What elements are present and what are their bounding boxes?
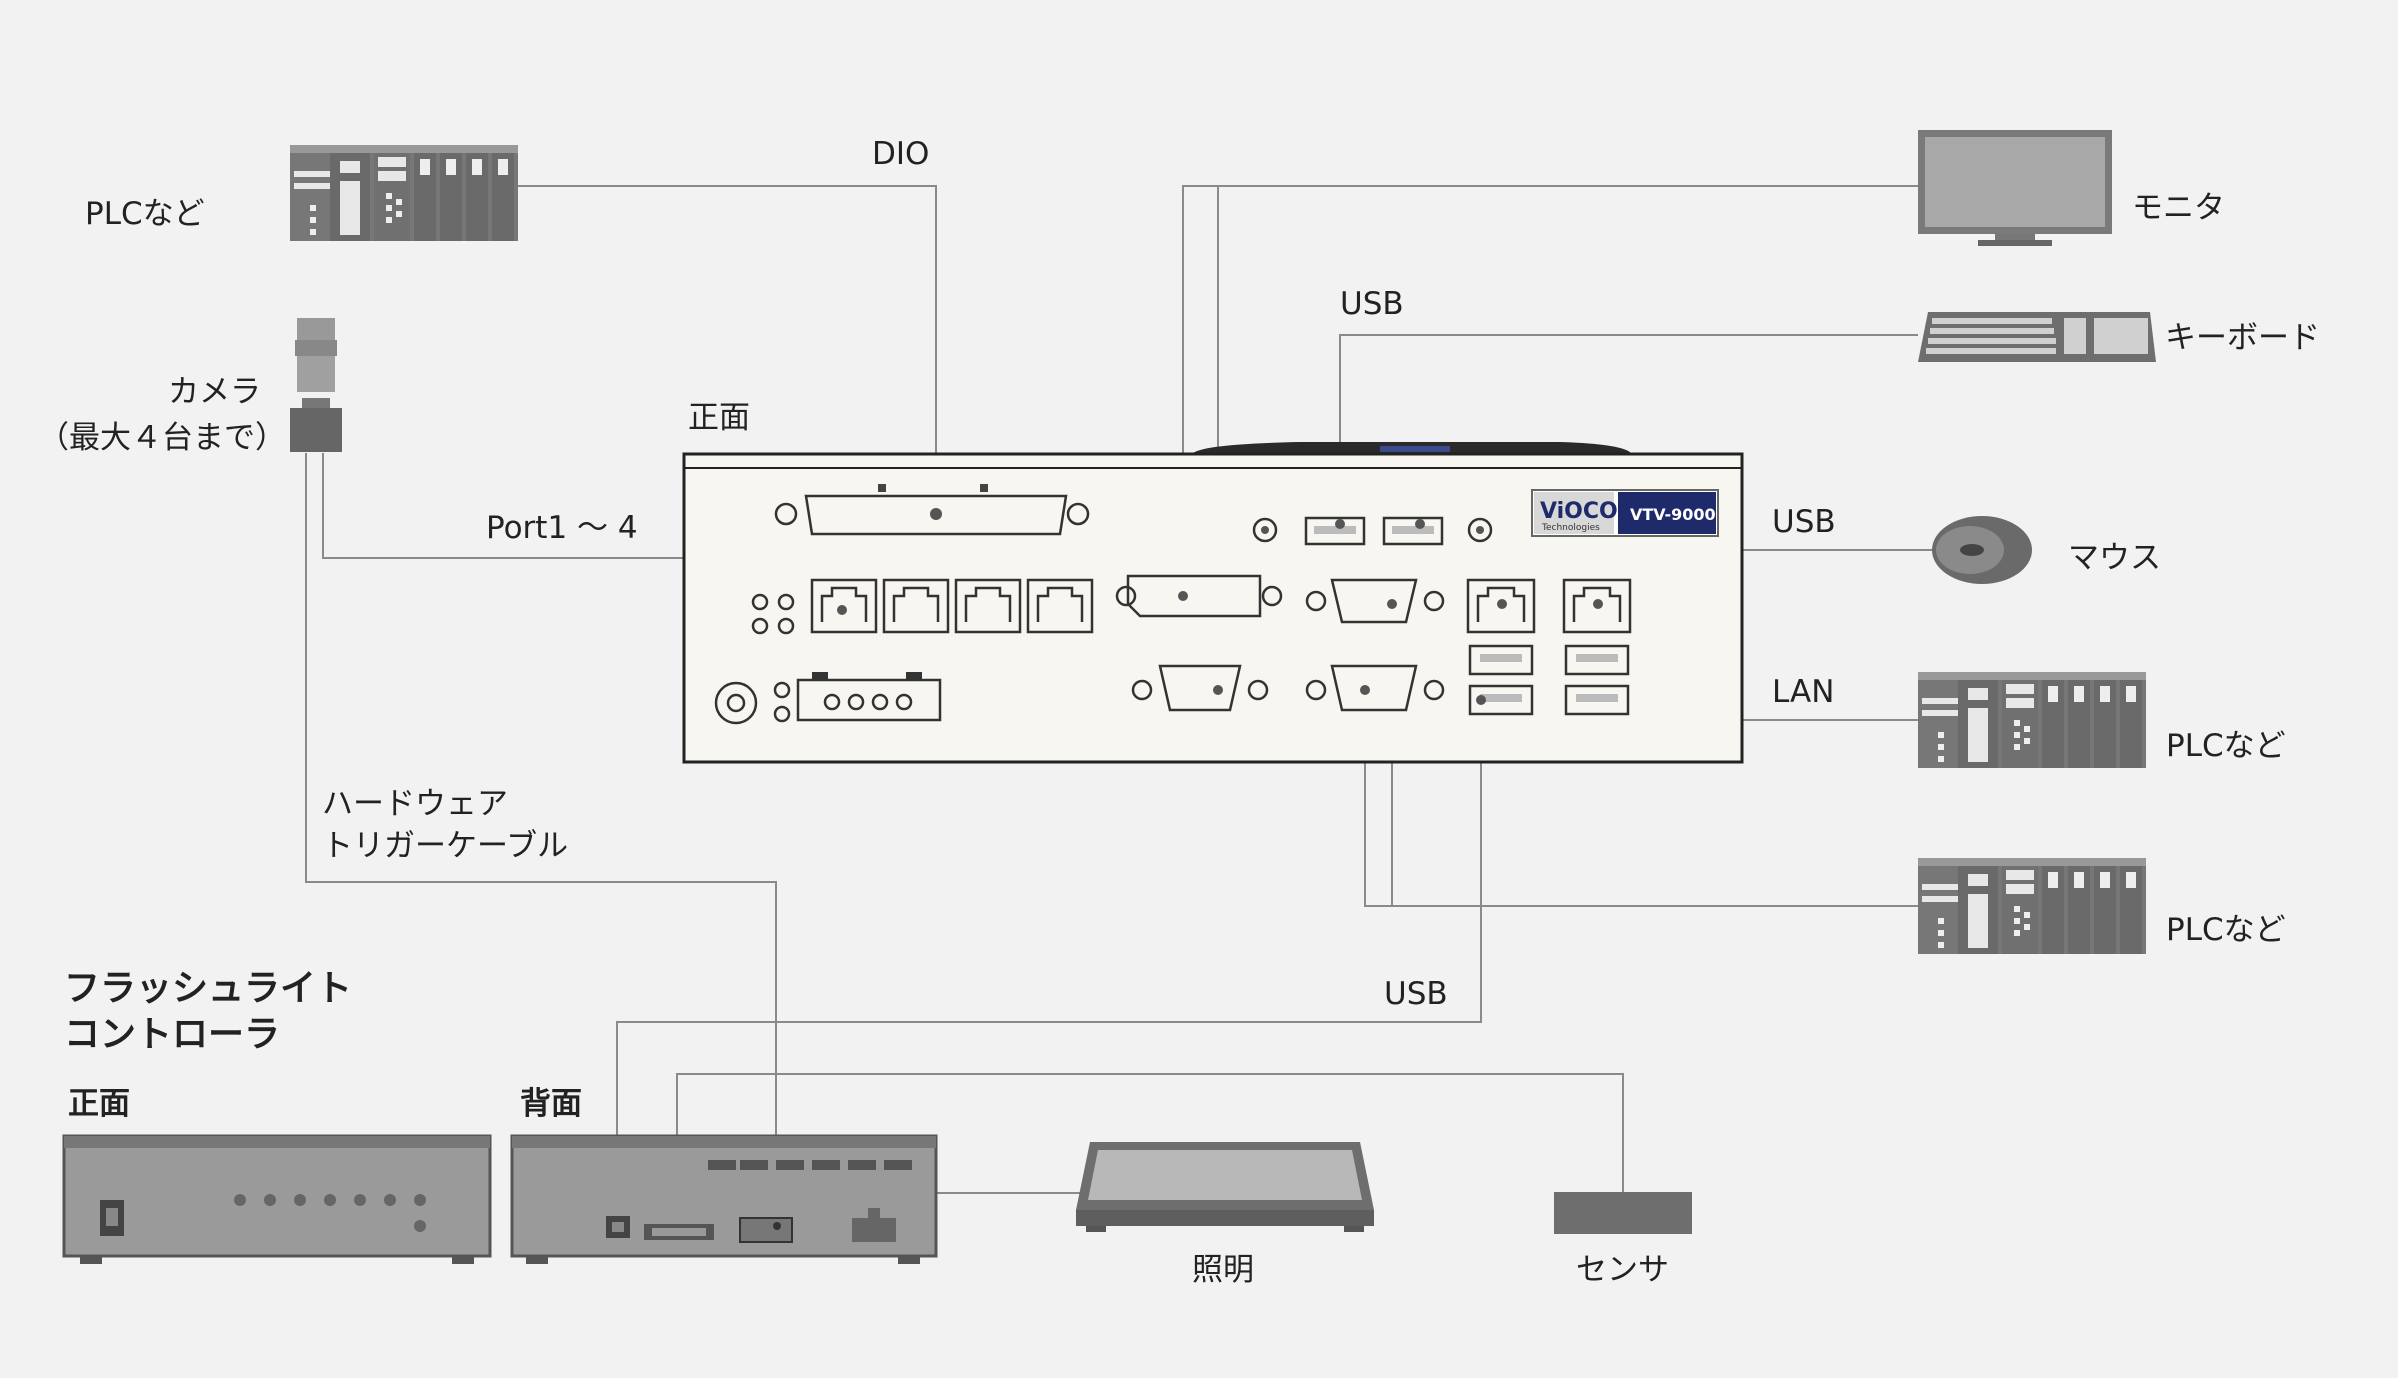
label-usb-mouse: USB — [1772, 504, 1836, 540]
power-connector — [714, 672, 942, 725]
lan-port-icon — [1466, 578, 1536, 634]
label-front: 正面 — [688, 400, 750, 436]
label-flash-2: コントローラ — [64, 1014, 280, 1055]
rj45-port-icon — [954, 578, 1022, 634]
plc-low-icon — [1918, 858, 2146, 954]
lan-port-icon — [1562, 578, 1632, 634]
brand-logo: ViOCO Technologies VTV-9000 — [1531, 489, 1719, 537]
audio-jack-icon — [1467, 517, 1493, 543]
sensor-icon — [1554, 1192, 1692, 1234]
usb-port-icon — [1468, 644, 1534, 716]
mouse-icon — [1932, 516, 2032, 584]
label-port: Port1 ～ 4 — [486, 510, 638, 546]
label-usb-keyboard: USB — [1340, 286, 1404, 322]
label-keyboard: キーボード — [2165, 320, 2320, 356]
usb-port-icon — [1304, 516, 1366, 546]
light-output-connectors — [708, 1160, 912, 1170]
usb-port-icon — [1382, 516, 1444, 546]
com-port-icon — [1305, 578, 1445, 624]
vga-port-icon — [1131, 664, 1269, 712]
lighting-icon — [1076, 1142, 1374, 1232]
plc-mid-icon — [1918, 672, 2146, 768]
brand-name: ViOCO — [1540, 499, 1618, 524]
label-plc-top: PLCなど — [85, 196, 205, 232]
label-dio: DIO — [872, 136, 929, 172]
label-mouse: マウス — [2068, 540, 2161, 576]
keyboard-icon — [1918, 312, 2156, 362]
rj45-port-icon — [1026, 578, 1094, 634]
monitor-icon — [1918, 130, 2112, 246]
rj45-port-icon — [810, 578, 878, 634]
label-flash-front: 正面 — [68, 1086, 130, 1122]
brand-sub: Technologies — [1541, 523, 1600, 533]
wire-plc-dio — [518, 185, 937, 510]
label-lighting: 照明 — [1192, 1252, 1254, 1288]
wire-trigger — [305, 453, 777, 1166]
flash-controller-back — [510, 1134, 938, 1264]
label-lan: LAN — [1772, 674, 1834, 710]
label-usb-flash: USB — [1384, 976, 1448, 1012]
rj45-port-icon — [882, 578, 950, 634]
dsub-port-icon — [739, 1217, 793, 1243]
camera-lan-ports — [810, 578, 1094, 634]
label-flash-back: 背面 — [520, 1086, 582, 1122]
label-plc-mid: PLCなど — [2166, 728, 2286, 764]
vtv-device: ViOCO Technologies VTV-9000 — [682, 442, 1744, 764]
dvi-port-icon — [1115, 574, 1283, 618]
com-port-icon — [1305, 664, 1445, 712]
model-name: VTV-9000 — [1630, 505, 1716, 524]
usb-port-icon — [1564, 644, 1630, 716]
flash-controller-front — [62, 1134, 492, 1264]
label-camera-max: （最大４台まで） — [38, 420, 286, 456]
label-camera: カメラ — [168, 374, 261, 410]
label-hw-trigger-2: トリガーケーブル — [322, 828, 568, 864]
label-hw-trigger-1: ハードウェア — [322, 786, 508, 822]
wire-usb-flash — [616, 700, 1482, 1225]
label-monitor: モニタ — [2132, 190, 2225, 226]
label-flash-1: フラッシュライト — [64, 968, 352, 1009]
dio-connector — [774, 484, 1090, 536]
audio-jack-icon — [1252, 517, 1278, 543]
label-sensor: センサ — [1576, 1252, 1669, 1288]
label-plc-low: PLCなど — [2166, 912, 2286, 948]
status-leds — [751, 593, 795, 635]
camera-icon — [290, 318, 342, 452]
plc-top-icon — [290, 145, 518, 241]
labels: PLCなど DIO モニタ USB キーボード カメラ （最大４台まで） 正面 … — [38, 136, 2320, 1288]
